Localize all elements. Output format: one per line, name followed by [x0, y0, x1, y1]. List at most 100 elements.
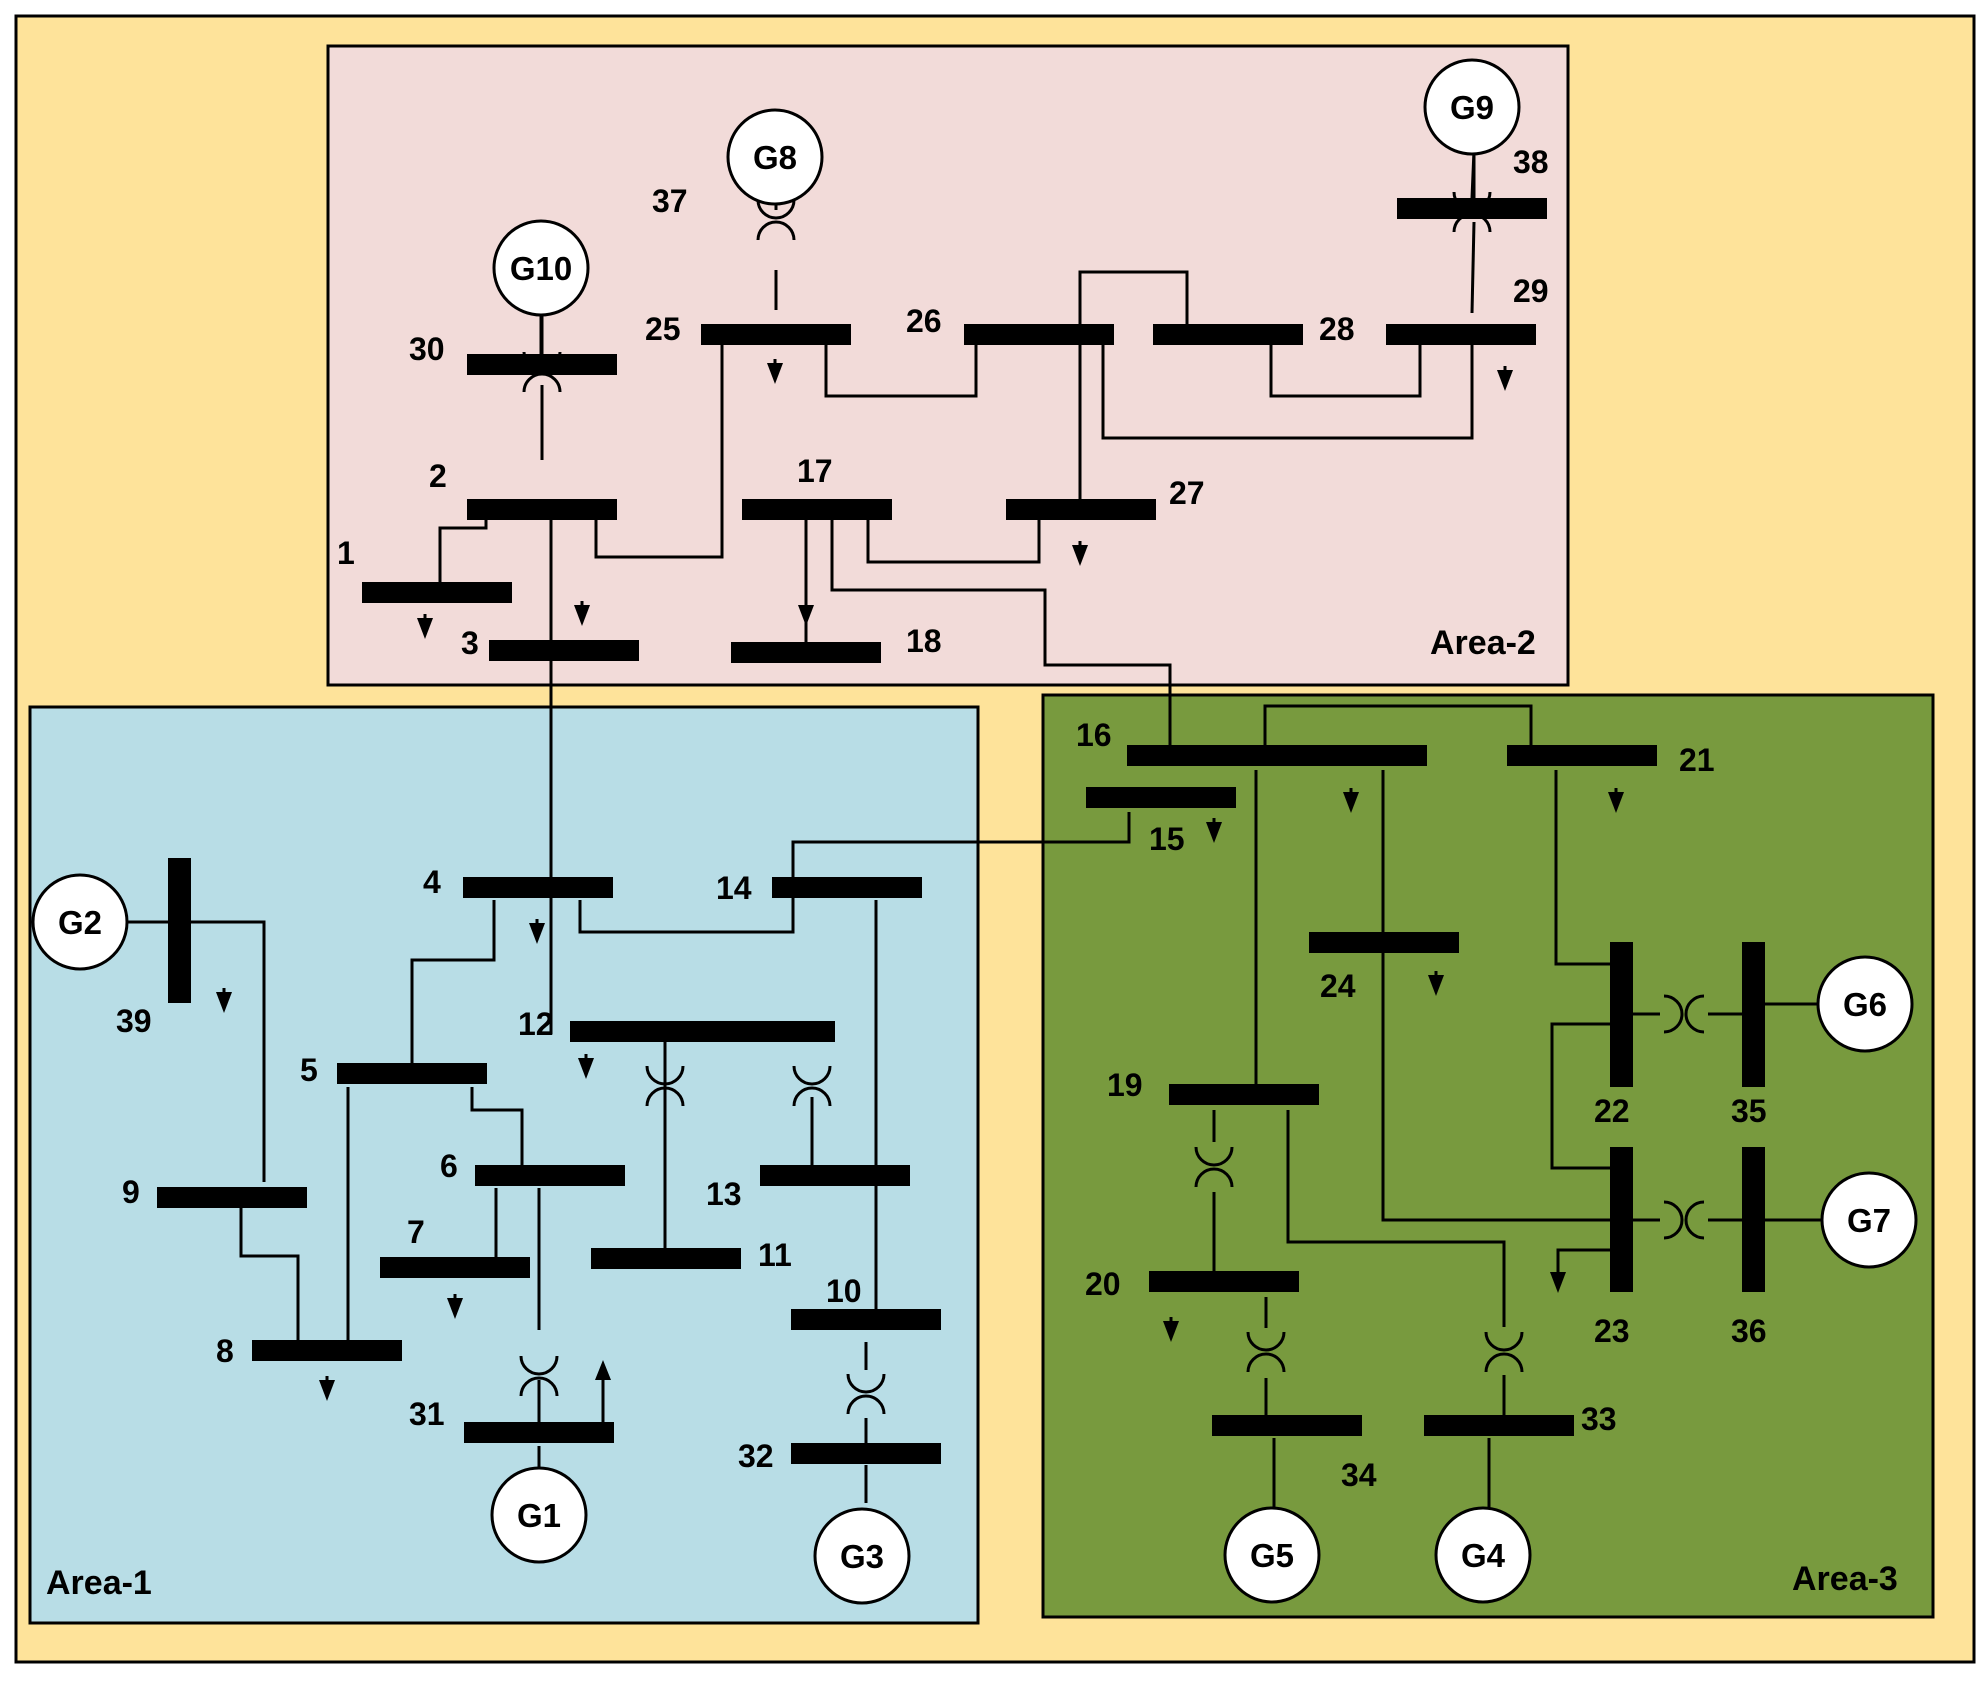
bus-label-2: 2: [429, 458, 447, 494]
generator-g1: G1: [490, 1466, 588, 1564]
bus-label-15: 15: [1149, 821, 1185, 857]
bus-bar: [464, 1422, 614, 1443]
bus-label-24: 24: [1320, 968, 1356, 1004]
bus-bar: [1397, 198, 1547, 219]
bus-label-12: 12: [518, 1006, 554, 1042]
bus-bar: [467, 354, 617, 375]
bus-bar: [337, 1063, 487, 1084]
area-3-label: Area-3: [1792, 1560, 1898, 1598]
bus-bar: [1507, 745, 1657, 766]
bus-bar: [1309, 932, 1459, 953]
bus-label-9: 9: [122, 1174, 140, 1210]
bus-bar: [475, 1165, 625, 1186]
generator-g3: G3: [813, 1507, 911, 1605]
bus-bar: [1742, 1147, 1765, 1292]
bus-label-3: 3: [461, 625, 479, 661]
bus-label-18: 18: [906, 623, 942, 659]
generator-g2: G2: [31, 873, 129, 971]
bus-bar: [742, 499, 892, 520]
bus-bar: [791, 1309, 941, 1330]
transmission-lines: [128, 149, 1823, 1540]
bus-bar: [1424, 1415, 1574, 1436]
bus-label-27: 27: [1169, 475, 1205, 511]
bus-label-36: 36: [1731, 1313, 1767, 1349]
generator-g10-label: G10: [510, 250, 572, 287]
bus-bar: [760, 1165, 910, 1186]
bus-label-5: 5: [300, 1052, 318, 1088]
generator-g3-label: G3: [840, 1538, 884, 1575]
bus-label-19: 19: [1107, 1067, 1143, 1103]
bus-label-17: 17: [797, 453, 833, 489]
bus-bar: [463, 877, 613, 898]
generator-g6: G6: [1816, 955, 1914, 1053]
bus-label-30: 30: [409, 331, 445, 367]
bus-label-35: 35: [1731, 1093, 1767, 1129]
bus-label-16: 16: [1076, 717, 1112, 753]
bus-bar: [252, 1340, 402, 1361]
bus-label-13: 13: [706, 1176, 742, 1212]
bus-bar: [1386, 324, 1536, 345]
bus-labels: 30 25 37 26 28 38 29 2 17 27 1 3 18 16 2…: [116, 144, 1767, 1493]
generator-g2-label: G2: [58, 904, 102, 941]
bus-label-8: 8: [216, 1333, 234, 1369]
area-2-label: Area-2: [1430, 624, 1536, 662]
bus-label-33: 33: [1581, 1401, 1617, 1437]
bus-bar: [964, 324, 1114, 345]
bus-label-28: 28: [1319, 311, 1355, 347]
bus-label-20: 20: [1085, 1266, 1121, 1302]
buses: [157, 198, 1765, 1464]
bus-bar: [1212, 1415, 1362, 1436]
bus-bar: [467, 499, 617, 520]
generator-g5-label: G5: [1250, 1537, 1294, 1574]
bus-label-21: 21: [1679, 742, 1715, 778]
bus-bar: [772, 877, 922, 898]
bus-label-4: 4: [423, 864, 441, 900]
bus-label-37: 37: [652, 183, 688, 219]
bus-label-25: 25: [645, 311, 681, 347]
generator-g8-label: G8: [753, 139, 797, 176]
bus-bar: [380, 1257, 530, 1278]
area-1-label: Area-1: [46, 1564, 152, 1602]
bus-bar: [591, 1248, 741, 1269]
bus-bar: [1610, 1147, 1633, 1292]
bus-bar: [168, 858, 191, 1003]
bus-label-34: 34: [1341, 1457, 1377, 1493]
bus-label-7: 7: [407, 1214, 425, 1250]
generator-g10: G10: [492, 219, 590, 317]
bus-bar: [1153, 324, 1303, 345]
bus-label-1: 1: [337, 535, 355, 571]
bus-bar: [1610, 942, 1633, 1087]
generator-g5: G5: [1223, 1506, 1321, 1604]
bus-label-14: 14: [716, 870, 752, 906]
generator-g4-label: G4: [1461, 1537, 1506, 1574]
bus-bar: [1169, 1084, 1319, 1105]
bus-bar: [791, 1443, 941, 1464]
bus-label-23: 23: [1594, 1313, 1630, 1349]
generator-g6-label: G6: [1843, 986, 1887, 1023]
bus-bar: [1127, 745, 1427, 766]
bus-bar: [1149, 1271, 1299, 1292]
generator-g1-label: G1: [517, 1497, 561, 1534]
area-labels: Area-2 Area-1 Area-3: [46, 624, 1898, 1602]
generator-g9: G9: [1423, 58, 1521, 156]
bus-bar: [701, 324, 851, 345]
bus-label-38: 38: [1513, 144, 1549, 180]
generators: G10 G8 G9 G2 G1 G3 G5 G4: [31, 58, 1918, 1605]
load-arrow-up-icon: [595, 1360, 611, 1422]
bus-label-26: 26: [906, 303, 942, 339]
generator-g8: G8: [726, 108, 824, 206]
bus-label-31: 31: [409, 1396, 445, 1432]
bus-label-6: 6: [440, 1148, 458, 1184]
generator-g7-label: G7: [1847, 1202, 1891, 1239]
bus-label-29: 29: [1513, 273, 1549, 309]
bus-bar: [489, 640, 639, 661]
generator-g4: G4: [1434, 1506, 1532, 1604]
bus-bar: [570, 1021, 835, 1042]
bus-bar: [1006, 499, 1156, 520]
bus-label-22: 22: [1594, 1093, 1630, 1129]
generator-g9-label: G9: [1450, 89, 1494, 126]
bus-bar: [1742, 942, 1765, 1087]
bus-bar: [157, 1187, 307, 1208]
bus-label-39: 39: [116, 1003, 152, 1039]
bus-bar: [362, 582, 512, 603]
